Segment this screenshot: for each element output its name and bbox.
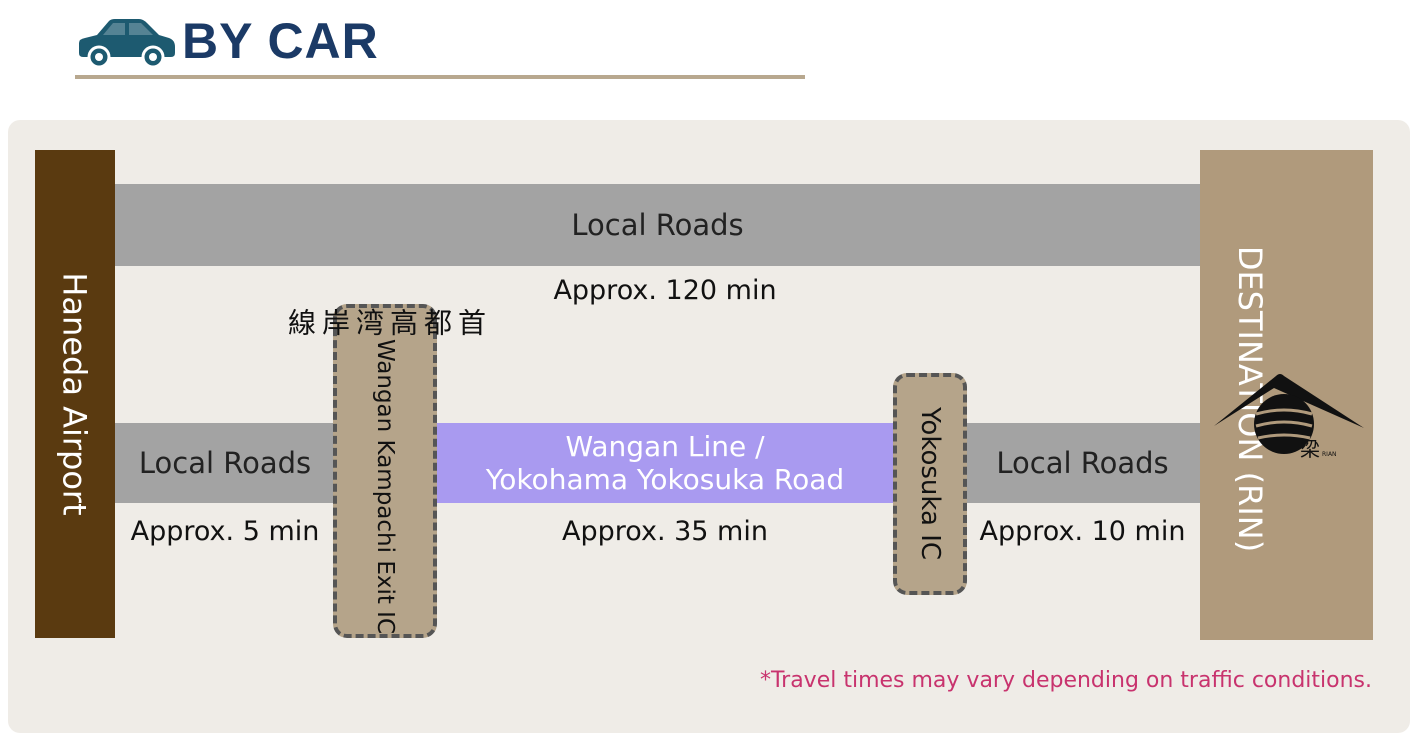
ic1-jp-label: 首都高湾岸線	[284, 308, 487, 336]
svg-text:梁: 梁	[1300, 437, 1320, 461]
road-local-top: Local Roads	[115, 184, 1200, 266]
road-label-line1: Wangan Line /	[565, 430, 765, 463]
ic2-label: Yokosuka IC	[915, 407, 945, 561]
start-haneda-airport: Haneda Airport	[35, 150, 115, 638]
road-expressway: Wangan Line / Yokohama Yokosuka Road	[435, 423, 895, 503]
road-label: Local Roads	[996, 446, 1169, 480]
svg-text:RIAN: RIAN	[1322, 451, 1337, 458]
road-local-seg3: Local Roads	[965, 423, 1200, 503]
destination-rin: DESTINATION (RIN) 梁 RIAN	[1200, 150, 1373, 640]
car-icon	[79, 19, 175, 69]
road-label: Local Roads	[571, 208, 744, 242]
traffic-note: *Travel times may vary depending on traf…	[759, 668, 1372, 693]
road-local-seg1: Local Roads	[115, 423, 335, 503]
time-top: Approx. 120 min	[553, 275, 777, 306]
start-label: Haneda Airport	[56, 272, 95, 516]
time-seg2: Approx. 35 min	[562, 516, 768, 547]
interchange-wangan-kampachi: 首都高湾岸線 Wangan Kampachi Exit IC	[284, 304, 487, 638]
interchange-yokosuka: Yokosuka IC	[893, 373, 967, 595]
time-seg3: Approx. 10 min	[979, 516, 1186, 547]
road-label: Local Roads	[138, 446, 312, 480]
page-title: BY CAR	[182, 13, 379, 69]
ic1-en-label: Wangan Kampachi Exit IC	[372, 338, 398, 634]
road-label-line2: Yokohama Yokosuka Road	[485, 463, 845, 496]
title-underline	[75, 75, 805, 79]
time-seg1: Approx. 5 min	[130, 516, 320, 547]
destination-logo: 梁 RIAN	[1214, 374, 1364, 461]
